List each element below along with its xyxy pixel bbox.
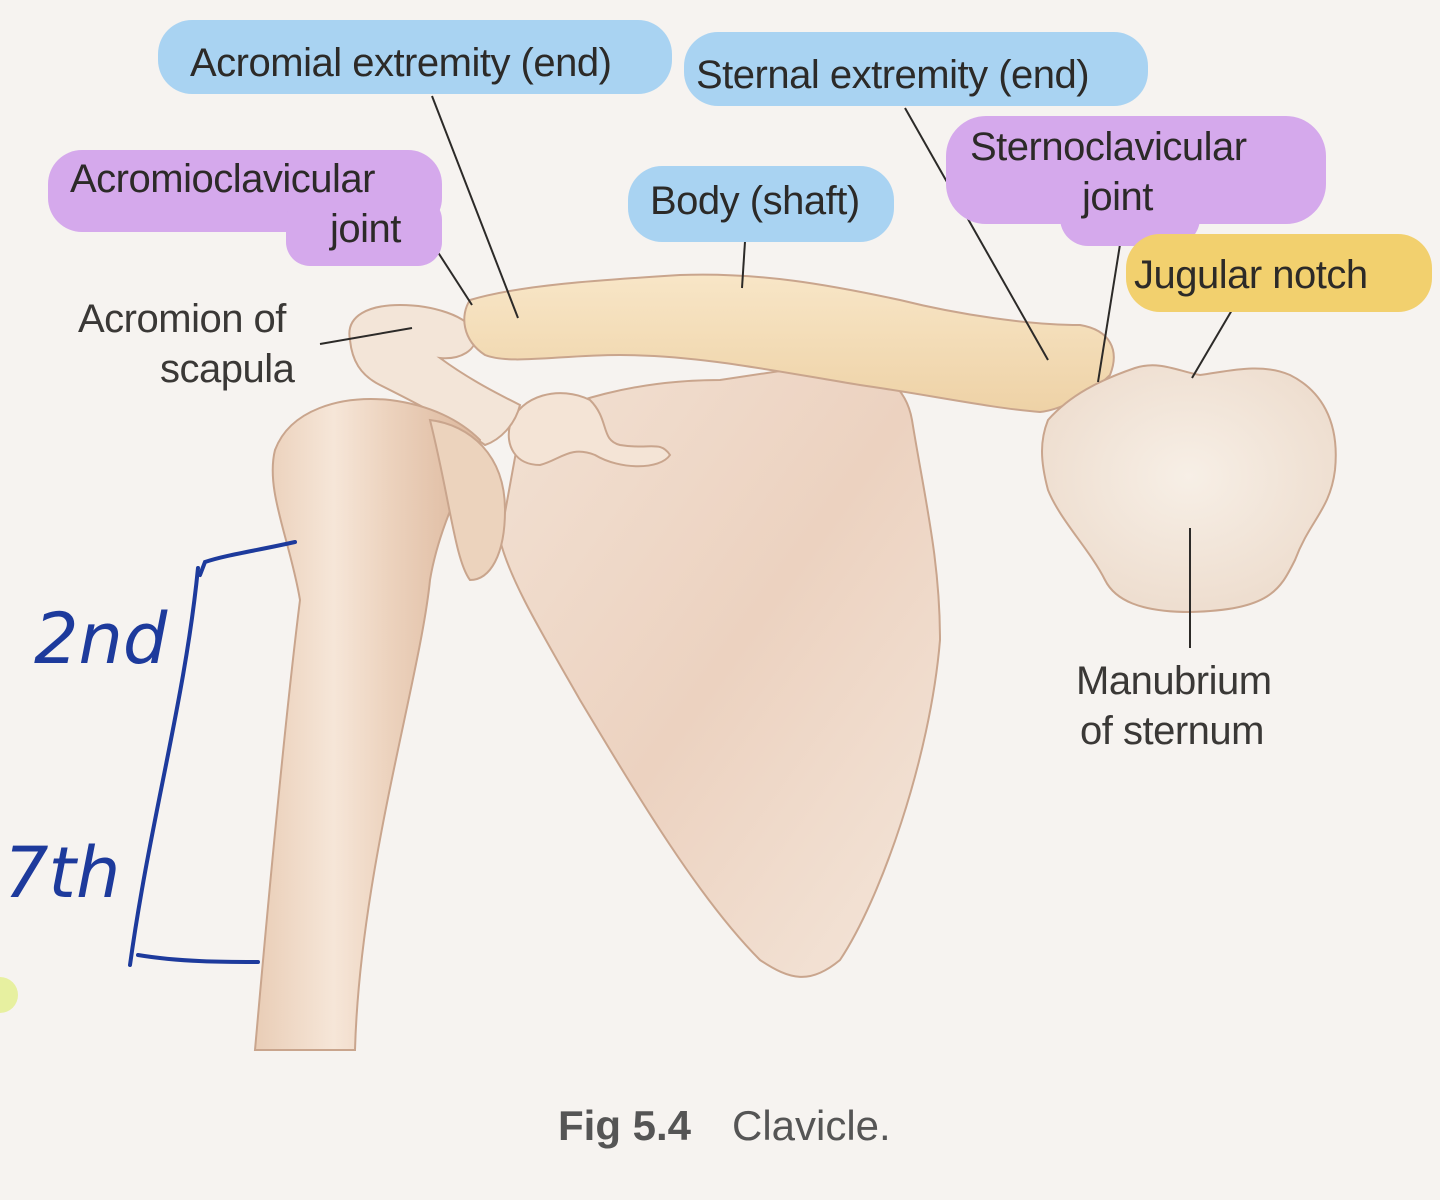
scapula [498, 363, 942, 978]
label-acromial-extremity: Acromial extremity (end) [190, 41, 612, 85]
label-body-shaft: Body (shaft) [650, 179, 860, 223]
highlight-sternal-extremity [684, 32, 1148, 106]
handwritten-note-bottom: 7th [4, 832, 121, 914]
handwritten-bracket [128, 540, 297, 967]
highlight-jugular-notch [1126, 234, 1432, 312]
highlight-acromioclavicular-2 [286, 196, 442, 266]
label-acromion-line1: Acromion of [78, 297, 286, 341]
handwritten-note-top: 2nd [34, 598, 168, 680]
acromion [348, 303, 522, 447]
figure-number: Fig 5.4 [558, 1102, 692, 1149]
label-manubrium-line1: Manubrium [1076, 659, 1272, 703]
manubrium [1041, 364, 1337, 614]
highlight-acromial-extremity [158, 20, 672, 94]
label-sternoclavicular-line2: joint [1082, 175, 1153, 219]
humerus [253, 398, 482, 1051]
label-acromioclavicular-line2: joint [330, 207, 401, 251]
highlighter-dot [0, 977, 18, 1013]
label-sternal-extremity: Sternal extremity (end) [696, 53, 1090, 97]
label-acromioclavicular-line1: Acromioclavicular [70, 157, 375, 201]
label-manubrium-line2: of sternum [1080, 709, 1264, 753]
coracoid-process [507, 392, 672, 468]
humeral-head [428, 418, 507, 582]
label-jugular-notch: Jugular notch [1134, 253, 1368, 297]
label-sternoclavicular-line1: Sternoclavicular [970, 125, 1247, 169]
label-acromion-line2: scapula [160, 347, 295, 391]
figure-title: Clavicle. [732, 1102, 891, 1149]
highlight-body-shaft [628, 166, 894, 242]
